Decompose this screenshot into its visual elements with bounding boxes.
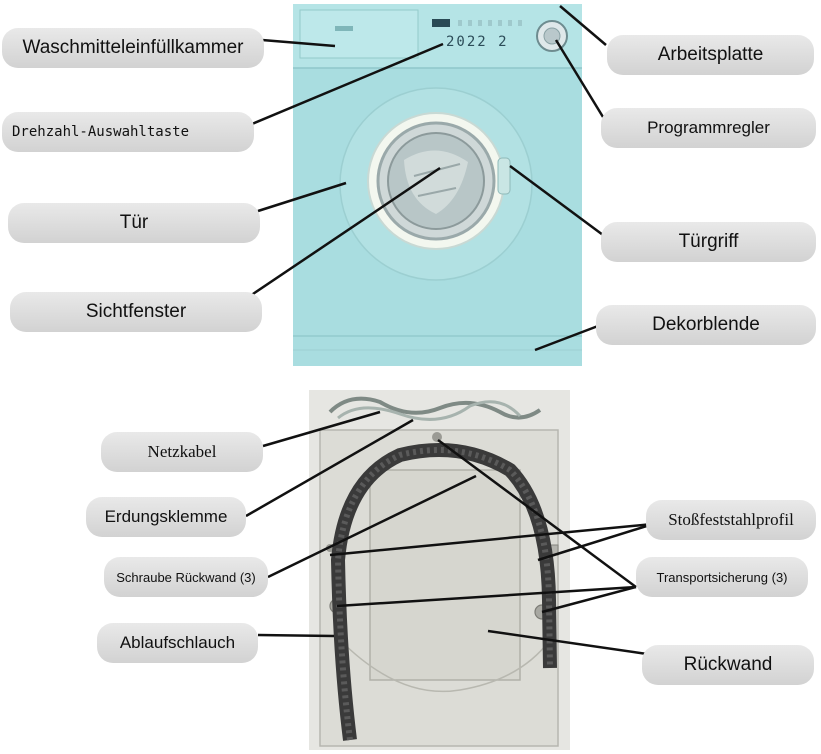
label-ground-clamp: Erdungsklemme [86,497,246,537]
label-back-screw: Schraube Rückwand (3) [104,557,268,597]
label-transport-lock: Transportsicherung (3) [636,557,808,597]
label-back-wall: Rückwand [642,645,814,685]
label-door-handle: Türgriff [601,222,816,262]
label-viewing-window: Sichtfenster [10,292,262,332]
label-detergent-drawer: Waschmitteleinfüllkammer [2,28,264,68]
label-speed-button: Drehzahl-Auswahltaste [2,112,254,152]
label-drain-hose: Ablaufschlauch [97,623,258,663]
display-digits: 2022 2 [446,34,509,50]
label-worktop: Arbeitsplatte [607,35,814,75]
label-door: Tür [8,203,260,243]
washer-rear-photo [309,390,570,750]
label-decor-panel: Dekorblende [596,305,816,345]
label-program-knob: Programmregler [601,108,816,148]
label-power-cable: Netzkabel [101,432,263,472]
label-shock-profile: Stoßfeststahlprofil [646,500,816,540]
